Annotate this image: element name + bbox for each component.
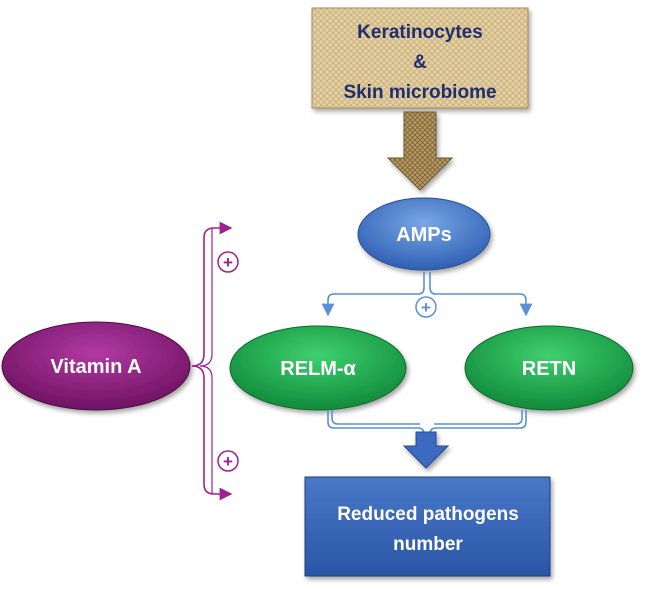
retn-node: RETN (464, 325, 634, 411)
vitamin-a-plus-top-symbol: + (223, 253, 233, 272)
source-line-2: & (413, 52, 427, 73)
amps-plus-symbol: + (421, 298, 431, 317)
vitamin-a-label: Vitamin A (50, 356, 141, 378)
source-line-3: Skin microbiome (343, 82, 496, 103)
outcome-line-2: number (393, 534, 463, 555)
source-box: Keratinocytes & Skin microbiome (311, 7, 529, 109)
outcome-line-1: Reduced pathogens (337, 504, 519, 525)
vitamin-a-node: Vitamin A (1, 321, 191, 411)
retn-label: RETN (522, 358, 576, 380)
amps-node: AMPs (357, 197, 491, 271)
vitamin-a-plus-top: + (217, 251, 239, 273)
relm-node: RELM-α (229, 325, 407, 411)
vitamin-a-bracket (191, 221, 233, 501)
source-line-1: Keratinocytes (357, 22, 483, 43)
merge-connector (327, 410, 527, 435)
relm-label: RELM-α (280, 358, 356, 380)
amps-plus-sign: + (415, 296, 437, 318)
outcome-box: Reduced pathogens number (304, 476, 551, 577)
vitamin-a-plus-bottom: + (217, 450, 239, 472)
amps-split-connector (321, 272, 533, 317)
amps-label: AMPs (396, 224, 452, 246)
merge-arrow (402, 431, 450, 469)
source-to-amps-arrow (386, 111, 454, 191)
vitamin-a-plus-bottom-symbol: + (223, 452, 233, 471)
